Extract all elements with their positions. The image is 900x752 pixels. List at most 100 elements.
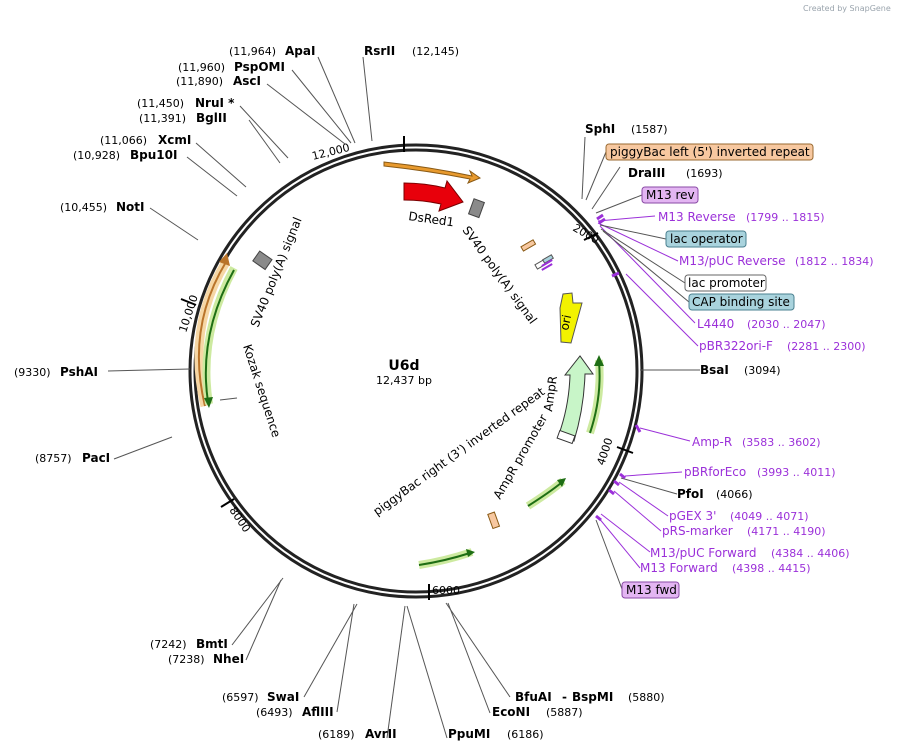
sv40-left-label: SV40 poly(A) signal [248,215,305,329]
primer-name-l4440: L4440 [697,317,734,331]
piggybac-left-small-box [520,239,537,252]
box-label-lac-operator: lac operator [670,232,743,246]
orange-arrow-top [383,161,482,184]
primer-name-m13-reverse: M13 Reverse [658,210,736,224]
box-lac-operator [665,230,747,248]
plasmid-size: 12,437 bp [376,374,432,387]
enzyme-pos-bpu10i: (10,928) [73,149,120,162]
enzyme-name-pfoi: PfoI [677,487,704,501]
box-label-cap-binding: CAP binding site [692,295,790,309]
green-arrow-bottom-core [418,552,471,566]
primer-pos-l4440: (2030 .. 2047) [747,318,826,331]
primer-leaders [597,215,699,569]
enzyme-name-sphi: SphI [585,122,615,136]
enzyme-pos-nhei: (7238) [168,653,205,666]
tick-label-8000: 8000 [227,504,253,534]
primer-name-m13-puc-forward: M13/pUC Forward [650,546,757,560]
dsred1-label: DsRed1 [408,209,455,229]
dsred1-arrow [403,179,464,212]
tick-label-4000: 4000 [594,436,615,467]
primer-pos-m13-puc-reverse: (1812 .. 1834) [795,255,874,268]
green-arrow-mid-head [557,478,566,487]
enzyme-pos-bspmi: (5880) [628,691,665,704]
box-lac-promoter [684,274,767,292]
primer-pos-amp-r: (3583 .. 3602) [742,436,821,449]
enzyme-name-pshai: PshAI [60,365,98,379]
enzyme-pos-afliii: (6493) [256,706,293,719]
green-arrow-right-head [594,355,604,366]
enzyme-name-bsai: BsaI [700,363,729,377]
enzyme-name-xcmi: XcmI [158,133,191,147]
primer-pos-m13-reverse: (1799 .. 1815) [746,211,825,224]
tick-marks [180,136,634,600]
enzyme-pos-avrii: (6189) [318,728,355,741]
box-label-m13-rev: M13 rev [646,188,695,202]
primer-labels: M13 Reverse (1799 .. 1815) M13/pUC Rever… [640,210,874,575]
primer-pos-pbr322ori-f: (2281 .. 2300) [787,340,866,353]
primer-name-pbr322ori-f: pBR322ori-F [699,339,773,353]
enzyme-pos-nrui: (11,450) [137,97,184,110]
orange-arrow-left-head [219,253,230,266]
enzyme-pos-bglii: (11,391) [139,112,186,125]
enzyme-name-rsrii: RsrII [364,44,395,58]
enzyme-name-asci: AscI [233,74,261,88]
tick-label-12000: 12,000 [311,141,352,163]
enzyme-pos-bmti: (7242) [150,638,187,651]
enzyme-name-bfuai: BfuAI [515,690,552,704]
ori-label: ori [557,313,574,331]
boxed-labels: piggyBac left (5') inverted repeat M13 r… [605,143,814,599]
tick-label-6000: 6000 [432,584,460,597]
enzyme-name-apai: ApaI [285,44,315,58]
tick-label-2000: 2000 [571,221,602,246]
primer-pos-m13-forward: (4398 .. 4415) [732,562,811,575]
enzyme-name-bglii: BglII [196,111,227,125]
enzyme-pos-draiii: (1693) [686,167,723,180]
kozak-label: Kozak sequence [240,343,283,439]
enzyme-pos-asci: (11,890) [176,75,223,88]
enzyme-pos-ppumi: (6186) [507,728,544,741]
green-arrow-mid-core [527,482,562,507]
enzyme-labels: (11,964) ApaI RsrII (12,145) (11,960) Ps… [14,44,781,741]
enzyme-leaders [107,56,700,739]
primer-name-pgex-3: pGEX 3' [669,509,716,523]
green-arrow-right-core [589,361,601,434]
primer-mark-2 [541,263,553,271]
box-label-lac-promoter: lac promoter [688,276,765,290]
ori-arrow [559,292,583,344]
enzyme-name-pspomi: PspOMI [234,60,285,74]
enzyme-pos-pspomi: (11,960) [178,61,225,74]
enzyme-pos-pshai: (9330) [14,366,51,379]
enzyme-name-swai: SwaI [267,690,299,704]
primer-pos-m13-puc-forward: (4384 .. 4406) [771,547,850,560]
orange-arrow-left-core [197,261,227,407]
box-cap-binding [688,293,795,311]
enzyme-name-bmti: BmtI [196,637,228,651]
enzyme-pos-pfoi: (4066) [716,488,753,501]
primer-mark-1 [541,259,553,267]
enzyme-name-econi: EcoNI [492,705,530,719]
enzyme-name-bspmi: BspMI [572,690,613,704]
piggybac-right-box [487,511,501,530]
box-leaders [585,151,690,590]
primer-name-m13-puc-reverse: M13/pUC Reverse [679,254,786,268]
enzyme-name-noti: NotI [116,200,145,214]
primer-marks [595,213,642,522]
enzyme-name-afliii: AflIII [302,705,334,719]
box-piggybac-left [605,143,814,161]
backbone-circle-outer [188,143,644,599]
enzyme-pos-noti: (10,455) [60,201,107,214]
box-m13-rev [641,186,699,204]
box-m13-fwd [621,581,680,599]
sv40-left-box [252,250,273,271]
primer-name-pbrforeco: pBRforEco [684,465,746,479]
enzyme-pos-bsai: (3094) [744,364,781,377]
primer-pos-prs-marker: (4171 .. 4190) [747,525,826,538]
green-arrow-left-core [204,269,235,403]
green-arrow-bottom-head [466,549,475,557]
sv40-top-box [467,198,486,219]
green-arrow-left-head [204,397,213,408]
enzyme-name-avrii: AvrII [365,727,397,741]
ampr-label: AmpR [541,375,560,412]
enzyme-name-nhei: NheI [213,652,244,666]
